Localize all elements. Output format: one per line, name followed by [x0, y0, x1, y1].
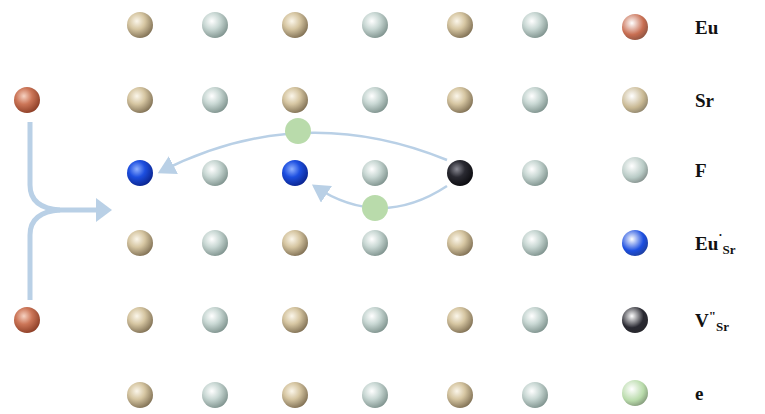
legend-swatch — [622, 14, 648, 40]
legend-label: V"Sr — [695, 311, 729, 330]
atom-sphere — [14, 87, 40, 113]
legend-label: Sr — [695, 91, 714, 110]
legend-swatch — [622, 380, 648, 406]
legend-swatch — [622, 230, 648, 256]
legend-label: Eu — [695, 18, 718, 37]
atom-sphere — [14, 307, 40, 333]
atom-sphere — [202, 12, 228, 38]
atom-sphere — [202, 160, 228, 186]
legend-label: e — [695, 384, 703, 403]
atom-sphere — [447, 382, 473, 408]
atom-sphere — [282, 12, 308, 38]
atom-sphere — [127, 382, 153, 408]
atom-sphere — [282, 160, 308, 186]
atom-sphere — [447, 230, 473, 256]
atom-sphere — [522, 87, 548, 113]
atom-sphere — [127, 160, 153, 186]
atom-sphere — [362, 12, 388, 38]
atom-sphere — [522, 12, 548, 38]
atom-sphere — [202, 382, 228, 408]
atom-sphere — [282, 87, 308, 113]
atom-sphere — [127, 12, 153, 38]
atom-sphere — [202, 87, 228, 113]
atom-sphere — [362, 382, 388, 408]
legend-label: F — [695, 161, 707, 180]
atom-sphere — [362, 307, 388, 333]
atom-sphere — [202, 230, 228, 256]
atom-sphere — [362, 87, 388, 113]
atom-sphere — [202, 307, 228, 333]
atom-sphere — [127, 307, 153, 333]
atom-sphere — [522, 382, 548, 408]
legend-label: Eu˙Sr — [695, 234, 736, 253]
atom-sphere — [127, 230, 153, 256]
atom-sphere — [522, 307, 548, 333]
legend-swatch — [622, 307, 648, 333]
atom-sphere — [522, 160, 548, 186]
atom-sphere — [447, 87, 473, 113]
atom-sphere — [282, 230, 308, 256]
legend-swatch — [622, 157, 648, 183]
atom-sphere — [282, 307, 308, 333]
atom-sphere — [447, 307, 473, 333]
atom-sphere — [127, 87, 153, 113]
atom-sphere — [362, 160, 388, 186]
legend-swatch — [622, 87, 648, 113]
atom-sphere — [447, 12, 473, 38]
atom-sphere — [522, 230, 548, 256]
atom-sphere — [447, 160, 473, 186]
atom-sphere — [282, 382, 308, 408]
atom-sphere — [362, 230, 388, 256]
